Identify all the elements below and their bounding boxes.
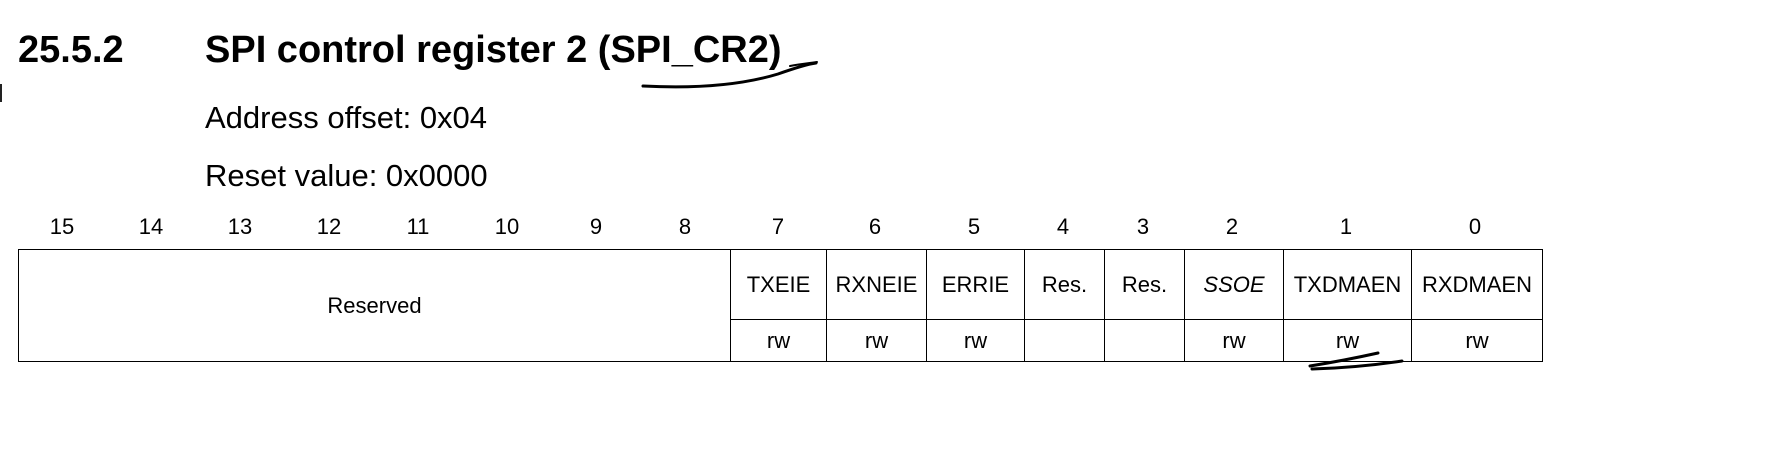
access-rxneie: rw: [826, 319, 927, 362]
reserved-field: Reserved: [18, 249, 731, 362]
access-txeie: rw: [730, 319, 827, 362]
field-ssoe: SSOE: [1184, 249, 1284, 320]
bit-number-9: 9: [589, 214, 603, 239]
reset-value: Reset value: 0x0000: [205, 158, 488, 193]
access-res-4: [1024, 319, 1105, 362]
bit-number-12: 12: [316, 214, 342, 239]
bit-number-6: 6: [868, 214, 882, 239]
access-ssoe: rw: [1184, 319, 1284, 362]
strike-stroke-txdmaen-access-2: [1310, 359, 1404, 371]
access-res-3: [1104, 319, 1185, 362]
bit-number-7: 7: [771, 214, 785, 239]
bit-number-1: 1: [1339, 214, 1353, 239]
underline-stroke-spi-cr2-tail: [789, 61, 818, 67]
register-table: Reserved TXEIE RXNEIE ERRIE Res. Res. SS…: [18, 249, 1543, 362]
access-txdmaen: rw: [1283, 319, 1412, 362]
section-title: SPI control register 2 (SPI_CR2): [205, 29, 782, 71]
bit-number-0: 0: [1468, 214, 1482, 239]
bit-number-15: 15: [49, 214, 75, 239]
bit-number-10: 10: [494, 214, 520, 239]
field-txdmaen: TXDMAEN: [1283, 249, 1412, 320]
bit-number-2: 2: [1225, 214, 1239, 239]
bit-number-13: 13: [227, 214, 253, 239]
bit-number-3: 3: [1136, 214, 1150, 239]
section-number: 25.5.2: [18, 29, 124, 71]
access-errie: rw: [926, 319, 1025, 362]
field-txeie: TXEIE: [730, 249, 827, 320]
field-rxdmaen: RXDMAEN: [1411, 249, 1543, 320]
bit-number-4: 4: [1056, 214, 1070, 239]
field-name-row: Reserved TXEIE RXNEIE ERRIE Res. Res. SS…: [18, 249, 1543, 362]
bit-number-5: 5: [967, 214, 981, 239]
access-rxdmaen: rw: [1411, 319, 1543, 362]
bit-number-11: 11: [406, 214, 430, 239]
access-row: rw rw rw rw rw rw: [19, 319, 1543, 362]
field-errie: ERRIE: [926, 249, 1025, 320]
field-res-4: Res.: [1024, 249, 1105, 320]
field-res-3: Res.: [1104, 249, 1185, 320]
bit-number-14: 14: [138, 214, 164, 239]
address-offset: Address offset: 0x04: [205, 100, 488, 135]
field-rxneie: RXNEIE: [826, 249, 927, 320]
bit-number-8: 8: [678, 214, 692, 239]
margin-tick-mark: [0, 84, 2, 102]
